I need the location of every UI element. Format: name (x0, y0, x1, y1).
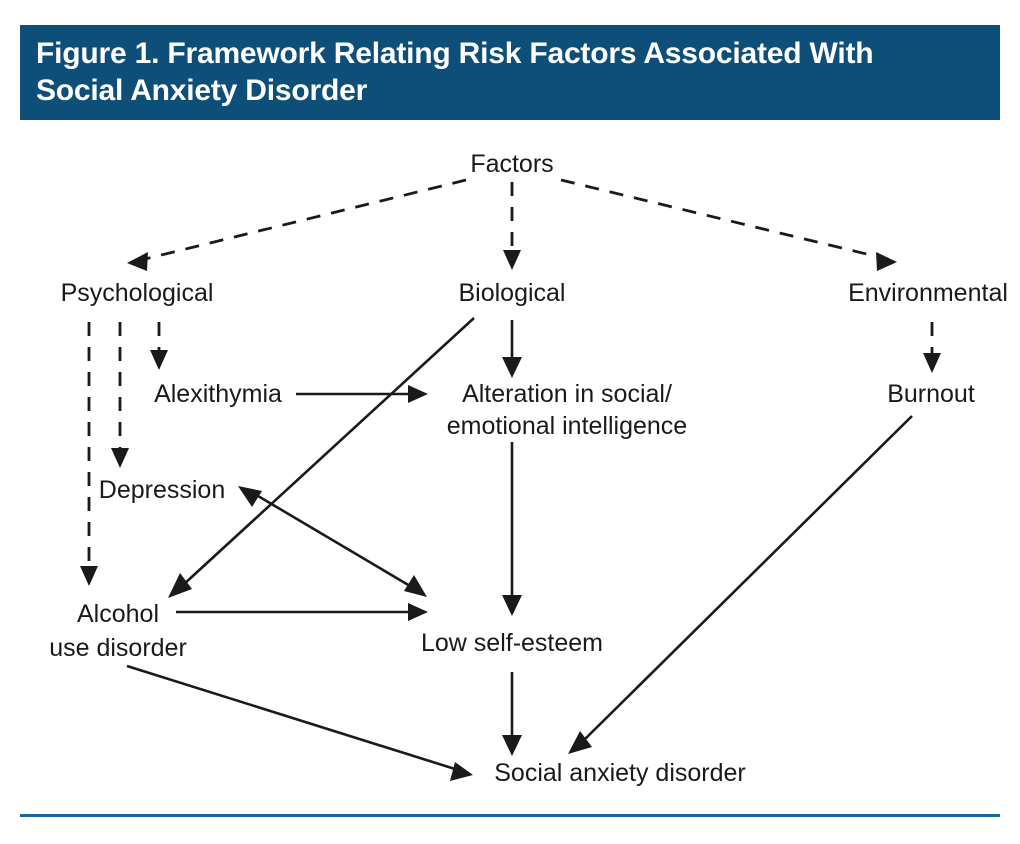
edge-psychological-to-alcohol (80, 322, 98, 586)
figure-header-banner: Figure 1. Framework Relating Risk Factor… (20, 25, 1000, 120)
edge-biological-to-alteration (502, 320, 522, 378)
edge-alteration-to-lowselfesteem (502, 442, 522, 616)
figure-footer-rule (20, 814, 1000, 817)
node-alteration-line2[interactable]: emotional intelligence (447, 412, 687, 440)
figure-title: Figure 1. Framework Relating Risk Factor… (36, 36, 874, 107)
edge-psychological-to-depression (111, 322, 129, 468)
node-alcohol-line1[interactable]: Alcohol (77, 600, 159, 628)
node-burnout[interactable]: Burnout (887, 380, 975, 408)
node-alexithymia[interactable]: Alexithymia (154, 380, 282, 408)
node-factors[interactable]: Factors (470, 150, 553, 178)
node-psychological[interactable]: Psychological (61, 279, 214, 307)
node-depression[interactable]: Depression (99, 476, 225, 504)
edge-factors-to-biological (503, 182, 521, 270)
edge-alcohol-to-socialanxiety (126, 664, 473, 781)
edge-environmental-to-burnout (923, 322, 941, 373)
edge-factors-to-psychological (127, 178, 467, 271)
edge-lowselfesteem-to-socialanxiety (502, 672, 522, 756)
edge-psychological-to-alexithymia (150, 322, 168, 370)
node-social-anxiety-disorder[interactable]: Social anxiety disorder (494, 759, 746, 787)
edge-depression-to-lowselfesteem (252, 491, 427, 597)
node-alcohol-line2[interactable]: use disorder (49, 634, 187, 662)
arrowhead-into-depression (238, 486, 262, 507)
edge-burnout-to-socialanxiety (568, 415, 913, 754)
node-low-self-esteem[interactable]: Low self-esteem (421, 629, 603, 657)
edge-alcohol-to-lowselfesteem (176, 603, 428, 621)
edge-alexithymia-to-alteration (296, 385, 428, 403)
node-environmental[interactable]: Environmental (848, 279, 1008, 307)
edge-factors-to-environmental (560, 178, 897, 271)
node-biological[interactable]: Biological (458, 279, 565, 307)
node-alteration-line1[interactable]: Alteration in social/ (462, 380, 672, 408)
edge-biological-to-alcohol (168, 317, 475, 598)
